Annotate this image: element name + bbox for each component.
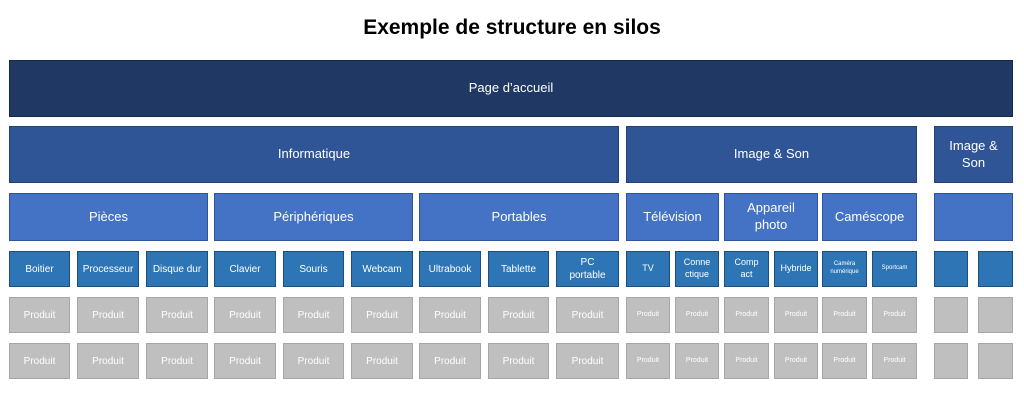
product-box: Produit	[419, 297, 481, 333]
product-box: Produit	[724, 343, 769, 379]
product-box: Produit	[351, 343, 413, 379]
product-box: Produit	[488, 297, 549, 333]
product-box: Produit	[419, 343, 481, 379]
subcategory-sportcam: Sportcam	[872, 251, 917, 287]
product-box: Produit	[9, 297, 70, 333]
product-box: Produit	[774, 343, 818, 379]
subcategory-processeur: Processeur	[77, 251, 139, 287]
subcategory-hybride: Hybride	[774, 251, 818, 287]
product-box-empty	[934, 343, 968, 379]
product-box: Produit	[146, 297, 208, 333]
subcategory-ultrabook: Ultrabook	[419, 251, 481, 287]
product-box: Produit	[77, 343, 139, 379]
product-box: Produit	[675, 343, 719, 379]
category-partial	[934, 193, 1013, 241]
product-box: Produit	[675, 297, 719, 333]
subcategory-partial-2	[978, 251, 1013, 287]
product-box: Produit	[214, 297, 276, 333]
subcategory-camera-numerique: Caméra numérique	[822, 251, 867, 287]
product-box: Produit	[214, 343, 276, 379]
subcategory-compact: Compact	[724, 251, 769, 287]
subcategory-partial-1	[934, 251, 968, 287]
subcategory-souris: Souris	[283, 251, 344, 287]
category-appareil-photo: Appareil photo	[724, 193, 818, 241]
product-box: Produit	[822, 343, 867, 379]
silo-image-son-partial: Image & Son	[934, 126, 1013, 183]
subcategory-boitier: Boitier	[9, 251, 70, 287]
product-box: Produit	[774, 297, 818, 333]
subcategory-tablette: Tablette	[488, 251, 549, 287]
product-box: Produit	[283, 343, 344, 379]
category-camescope: Caméscope	[822, 193, 917, 241]
product-box: Produit	[556, 343, 619, 379]
silo-informatique: Informatique	[9, 126, 619, 183]
product-box: Produit	[283, 297, 344, 333]
category-pieces: Pièces	[9, 193, 208, 241]
product-box: Produit	[77, 297, 139, 333]
category-television: Télévision	[626, 193, 719, 241]
subcategory-connectique: Connectique	[675, 251, 719, 287]
product-box: Produit	[626, 343, 670, 379]
product-box: Produit	[626, 297, 670, 333]
category-peripheriques: Périphériques	[214, 193, 413, 241]
subcategory-pc-portable: PC portable	[556, 251, 619, 287]
product-box-empty	[978, 297, 1013, 333]
product-box: Produit	[9, 343, 70, 379]
product-box: Produit	[488, 343, 549, 379]
product-box: Produit	[556, 297, 619, 333]
product-box-empty	[978, 343, 1013, 379]
product-box: Produit	[146, 343, 208, 379]
diagram-title: Exemple de structure en silos	[363, 16, 661, 39]
product-box: Produit	[822, 297, 867, 333]
product-box: Produit	[872, 297, 917, 333]
silo-image-son: Image & Son	[626, 126, 917, 183]
subcategory-clavier: Clavier	[214, 251, 276, 287]
subcategory-webcam: Webcam	[351, 251, 413, 287]
product-box-empty	[934, 297, 968, 333]
category-portables: Portables	[419, 193, 619, 241]
subcategory-disque-dur: Disque dur	[146, 251, 208, 287]
subcategory-tv: TV	[626, 251, 670, 287]
product-box: Produit	[872, 343, 917, 379]
product-box: Produit	[724, 297, 769, 333]
home-page-box: Page d’accueil	[9, 60, 1013, 117]
product-box: Produit	[351, 297, 413, 333]
